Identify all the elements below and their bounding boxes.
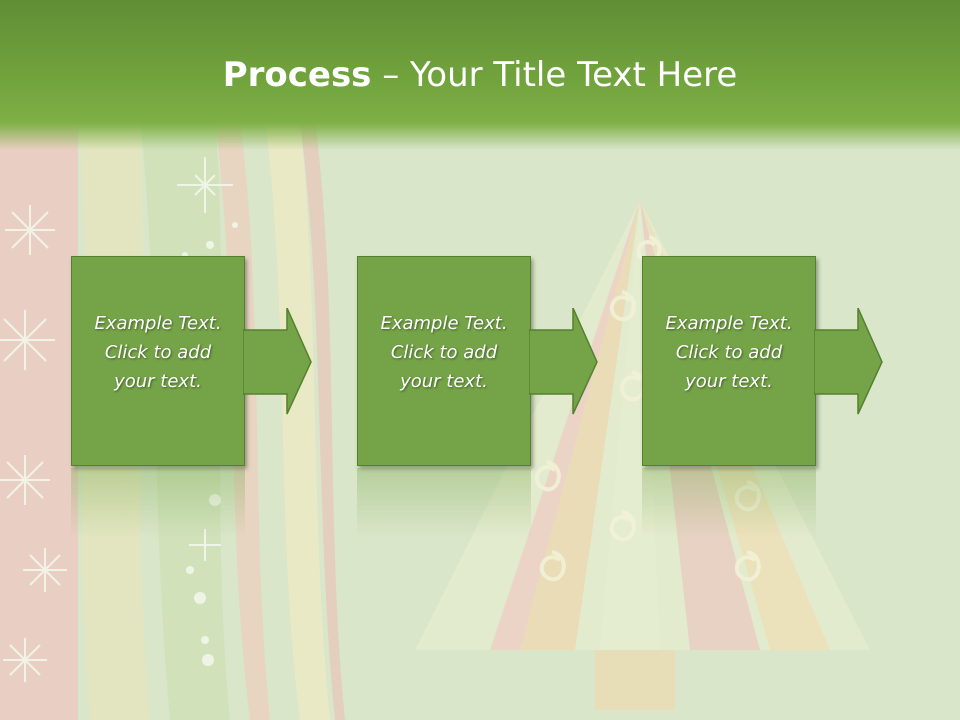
step-text[interactable]: Example Text. Click to add your text. xyxy=(72,309,244,396)
step-box[interactable]: Example Text. Click to add your text. xyxy=(357,256,531,466)
step-text-line-1: Example Text. xyxy=(665,313,793,334)
step-text[interactable]: Example Text. Click to add your text. xyxy=(643,309,815,396)
right-arrow-icon xyxy=(243,308,312,415)
step-box[interactable]: Example Text. Click to add your text. xyxy=(642,256,816,466)
step-text-line-1: Example Text. xyxy=(380,313,508,334)
step-reflection xyxy=(642,468,816,538)
step-text-line-2: Click to add xyxy=(104,342,212,363)
step-text-line-3: your text. xyxy=(400,371,488,392)
step-text-line-3: your text. xyxy=(114,371,202,392)
step-text-line-2: Click to add xyxy=(390,342,498,363)
right-arrow-icon xyxy=(529,308,598,415)
step-text-line-2: Click to add xyxy=(675,342,783,363)
right-arrow-icon xyxy=(814,308,883,415)
title-bold: Process xyxy=(222,55,372,95)
step-text-line-3: your text. xyxy=(685,371,773,392)
step-text[interactable]: Example Text. Click to add your text. xyxy=(358,309,530,396)
step-text-line-1: Example Text. xyxy=(94,313,222,334)
title-rest: – Your Title Text Here xyxy=(371,55,738,95)
step-reflection xyxy=(71,468,245,538)
process-step-3: Example Text. Click to add your text. xyxy=(642,256,883,466)
slide-title[interactable]: Process – Your Title Text Here xyxy=(0,52,960,98)
title-bar xyxy=(0,0,960,150)
step-box[interactable]: Example Text. Click to add your text. xyxy=(71,256,245,466)
process-step-2: Example Text. Click to add your text. xyxy=(357,256,598,466)
step-reflection xyxy=(357,468,531,538)
process-step-1: Example Text. Click to add your text. xyxy=(71,256,312,466)
